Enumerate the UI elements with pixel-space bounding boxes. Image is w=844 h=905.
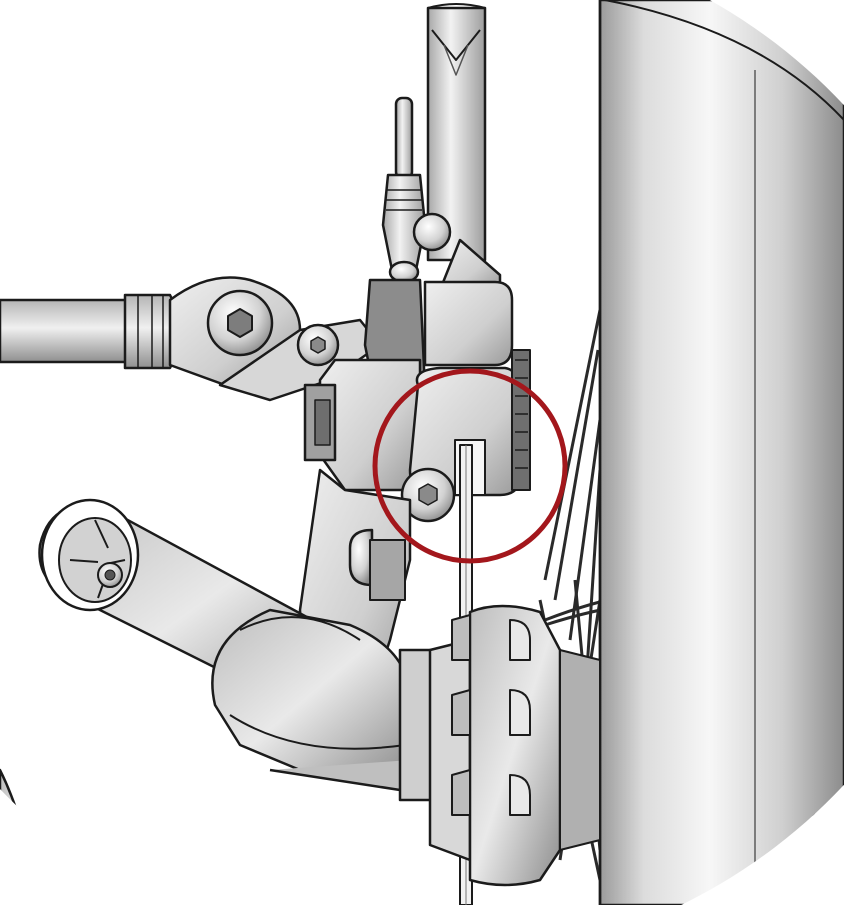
axle-collar [211,608,442,802]
caliper-mount [303,278,427,492]
tire [598,0,844,905]
cable-housing [381,96,452,284]
callout-circle [372,368,568,564]
brake-hose [0,293,177,370]
frame-edge [0,768,42,905]
fork-bolt-icon [348,528,374,587]
fork-tube-upper [426,3,502,292]
wheel-hub [428,604,601,887]
